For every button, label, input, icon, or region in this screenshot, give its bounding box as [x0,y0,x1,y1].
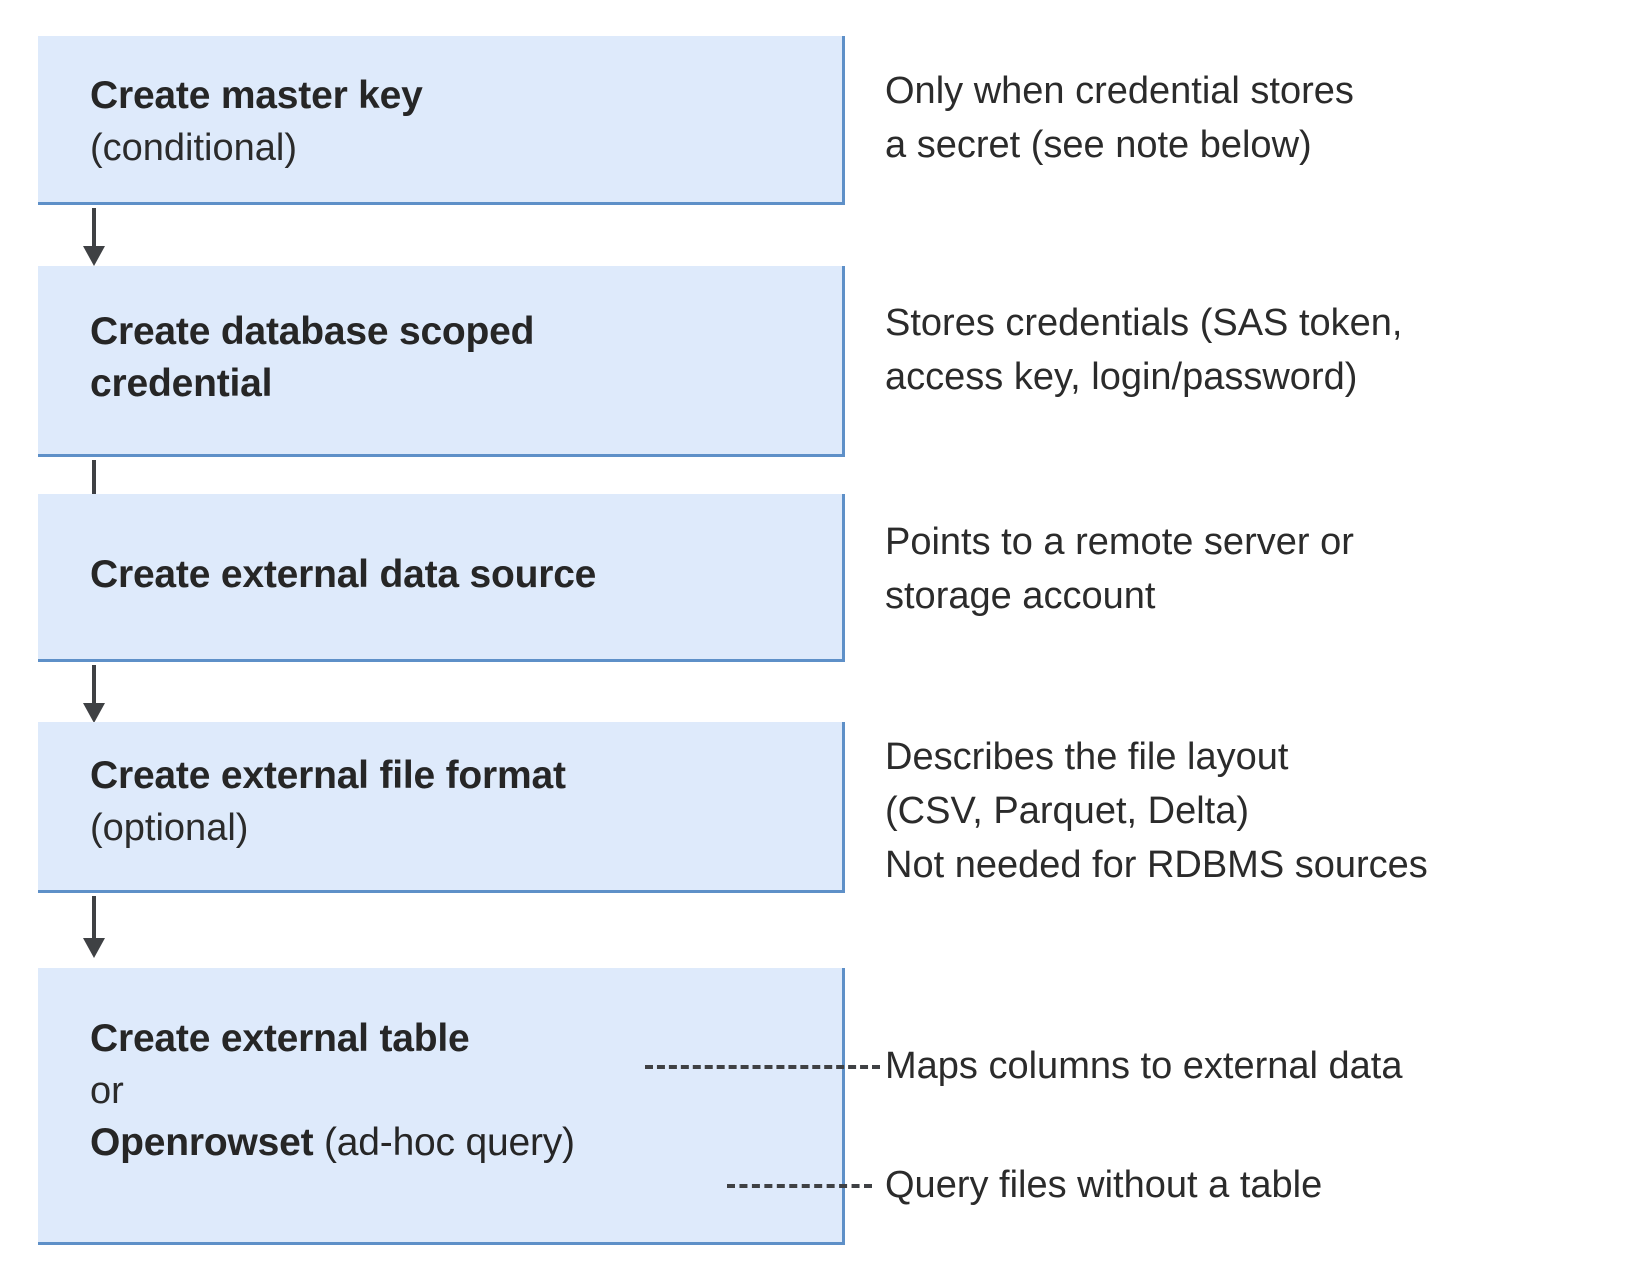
arrow-head-icon [83,938,105,958]
step-box-create-external-file-format[interactable]: Create external file format (optional) [38,722,845,893]
step-box-create-external-table-or-openrowset[interactable]: Create external table or Openrowset (ad-… [38,968,845,1245]
step-title-openrowset-text: Openrowset [90,1121,314,1164]
dashed-connector-openrowset [727,1184,872,1188]
step-title-create-database-scoped-credential: Create database scoped credential [90,310,535,405]
step-description-create-external-table: Maps columns to external data [885,1045,1403,1087]
step-box-create-external-data-source[interactable]: Create external data source [38,494,845,662]
step-description-create-database-scoped-credential: Stores credentials (SAS token, access ke… [885,302,1403,398]
arrow-head-icon [83,703,105,723]
arrow-shaft [92,896,96,938]
step-title-create-external-data-source: Create external data source [90,553,597,596]
step-description-create-external-data-source: Points to a remote server or storage acc… [885,521,1354,617]
arrow-head-icon [83,246,105,266]
step-box-create-database-scoped-credential[interactable]: Create database scoped credential [38,266,845,457]
step-or-label: or [90,1070,124,1112]
step-subtitle-create-external-file-format: (optional) [90,807,249,849]
step-box-create-master-key[interactable]: Create master key (conditional) [38,36,845,205]
step-subtitle-create-master-key: (conditional) [90,127,297,169]
flow-arrow-3 [83,665,105,723]
step-description-create-master-key: Only when credential stores a secret (se… [885,70,1354,166]
step-title-create-external-file-format: Create external file format [90,754,566,797]
dashed-connector-external-table [645,1065,880,1069]
step-description-openrowset: Query files without a table [885,1164,1323,1206]
flow-arrow-4 [83,896,105,958]
arrow-shaft [92,665,96,703]
step-description-create-external-file-format: Describes the file layout (CSV, Parquet,… [885,736,1428,886]
step-title-create-external-table: Create external table [90,1017,470,1060]
step-title-openrowset: Openrowset (ad-hoc query) [90,1117,832,1169]
step-title-create-master-key: Create master key [90,74,423,117]
arrow-shaft [92,208,96,246]
arrow-shaft [92,460,96,496]
flow-arrow-1 [83,208,105,266]
step-title-openrowset-suffix: (ad-hoc query) [313,1121,575,1164]
